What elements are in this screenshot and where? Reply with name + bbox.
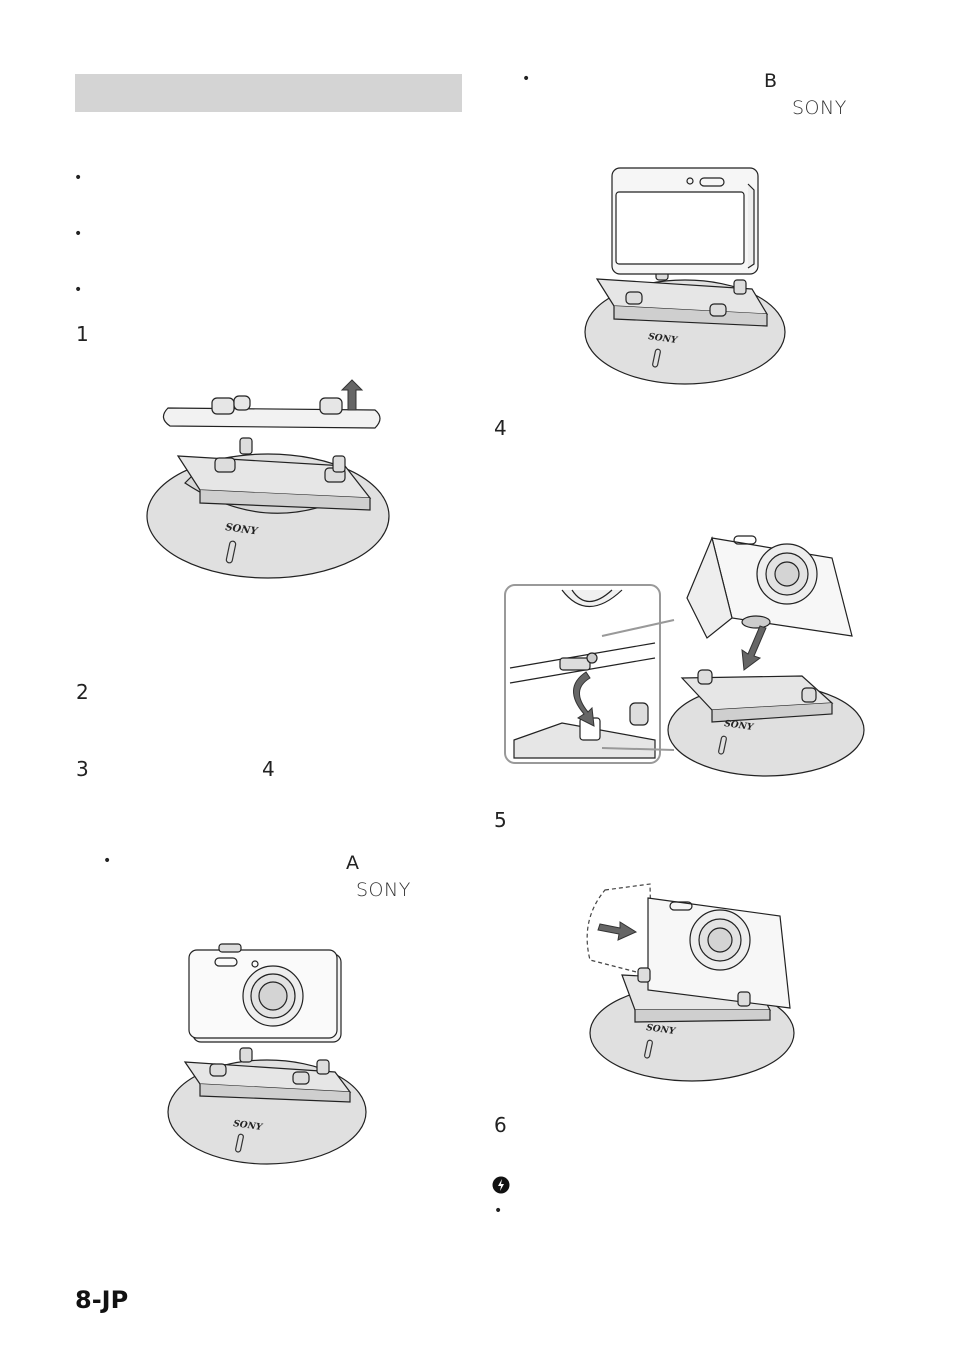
illustration-camera-back-on-stand: SONY	[582, 164, 790, 386]
label-b: B	[764, 70, 778, 92]
note-bullet: •	[494, 1203, 503, 1219]
bullet-3: •	[74, 282, 83, 298]
stand-logo: SONY	[648, 332, 680, 346]
brand-text-a: SONY	[356, 879, 411, 901]
step-5-number: 5	[494, 808, 507, 832]
stand-logo: SONY	[724, 719, 756, 733]
caution-icon	[492, 1176, 510, 1194]
step-2-number: 2	[76, 680, 89, 704]
illustration-attach-camera-connector: SONY	[502, 518, 868, 776]
sub-bullet-a: •	[103, 853, 112, 869]
illustration-camera-front-on-stand: SONY	[165, 944, 370, 1166]
step-3-number: 3	[76, 757, 89, 781]
stand-logo: SONY	[646, 1023, 678, 1037]
stand-logo: SONY	[225, 522, 259, 537]
step-6-number: 6	[494, 1113, 507, 1137]
bullet-2: •	[74, 226, 83, 242]
section-header-bar	[75, 74, 462, 112]
step-4-number: 4	[494, 416, 507, 440]
label-a: A	[346, 852, 359, 874]
sub-bullet-b: •	[522, 71, 531, 87]
brand-text-b: SONY	[792, 97, 847, 119]
step-3-ref: 4	[262, 757, 275, 781]
bullet-1: •	[74, 170, 83, 186]
page-number: 8-JP	[75, 1286, 129, 1314]
illustration-stand-clamp-removal: SONY	[140, 378, 395, 583]
step-1-number: 1	[76, 322, 89, 346]
stand-logo: SONY	[233, 1119, 265, 1133]
illustration-camera-upright-on-stand: SONY	[580, 880, 802, 1085]
